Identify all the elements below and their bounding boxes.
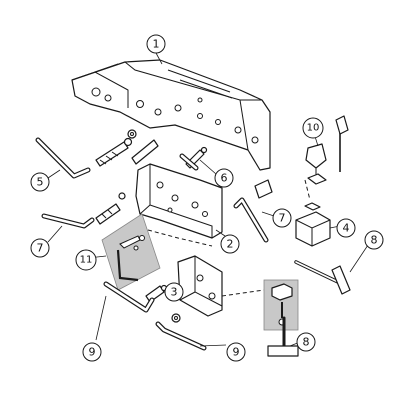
callout-5: 5 <box>30 172 50 192</box>
callout-9-right-label: 9 <box>233 346 240 359</box>
washer-9 <box>171 313 181 323</box>
callout-5-label: 5 <box>37 176 44 189</box>
callout-8-lower: 8 <box>296 332 316 352</box>
pin-rod <box>131 139 159 165</box>
lower-block <box>135 163 223 239</box>
t-handle-key-upper <box>294 260 351 295</box>
callout-1: 1 <box>146 34 166 54</box>
callout-9-left-label: 9 <box>89 346 96 359</box>
callout-6: 6 <box>214 168 234 188</box>
spare-parts-box <box>263 279 299 331</box>
callout-7-right-label: 7 <box>279 212 286 225</box>
callout-8-upper-label: 8 <box>371 234 378 247</box>
bolt-lower <box>95 192 126 225</box>
adjustment-cube <box>295 202 331 247</box>
long-bolt <box>95 137 133 167</box>
bent-pin-6 <box>179 153 199 171</box>
allen-key-9a <box>103 281 155 313</box>
callout-1-label: 1 <box>153 38 160 51</box>
cube-dashed-line <box>304 179 311 201</box>
callout-7-left: 7 <box>30 238 50 258</box>
screw-3 <box>145 284 168 303</box>
callout-7-left-label: 7 <box>37 242 44 255</box>
callout-8-upper: 8 <box>364 230 384 250</box>
callout-6-label: 6 <box>221 172 228 185</box>
callout-3: 3 <box>164 282 184 302</box>
allen-key-9b <box>155 321 207 351</box>
clamp-dashed-line <box>221 289 265 297</box>
t-handle-key-lower <box>267 316 299 357</box>
callout-9-right: 9 <box>226 342 246 362</box>
callout-7-right: 7 <box>272 208 292 228</box>
assembly-dashed-line <box>147 229 213 247</box>
clamp-block <box>177 255 223 317</box>
callout-4: 4 <box>336 218 356 238</box>
callout-2: 2 <box>220 234 240 254</box>
callout-3-label: 3 <box>171 286 178 299</box>
small-washer <box>127 129 137 139</box>
callout-11: 11 <box>75 249 97 271</box>
callout-10-label: 10 <box>307 123 320 134</box>
callout-9-left: 9 <box>82 342 102 362</box>
callout-11-label: 11 <box>80 255 93 266</box>
callout-2-label: 2 <box>227 238 234 251</box>
allen-key-7a <box>41 213 95 229</box>
callout-8-lower-label: 8 <box>303 336 310 349</box>
allen-key-7b <box>233 197 269 243</box>
set-screw-7 <box>254 179 273 199</box>
callout-10: 10 <box>302 117 324 139</box>
allen-key-5 <box>35 137 91 179</box>
callout-4-label: 4 <box>343 222 350 235</box>
main-holder-block <box>71 59 271 171</box>
wrench-kit-box <box>101 213 161 291</box>
pin-assembly-10 <box>305 115 349 185</box>
